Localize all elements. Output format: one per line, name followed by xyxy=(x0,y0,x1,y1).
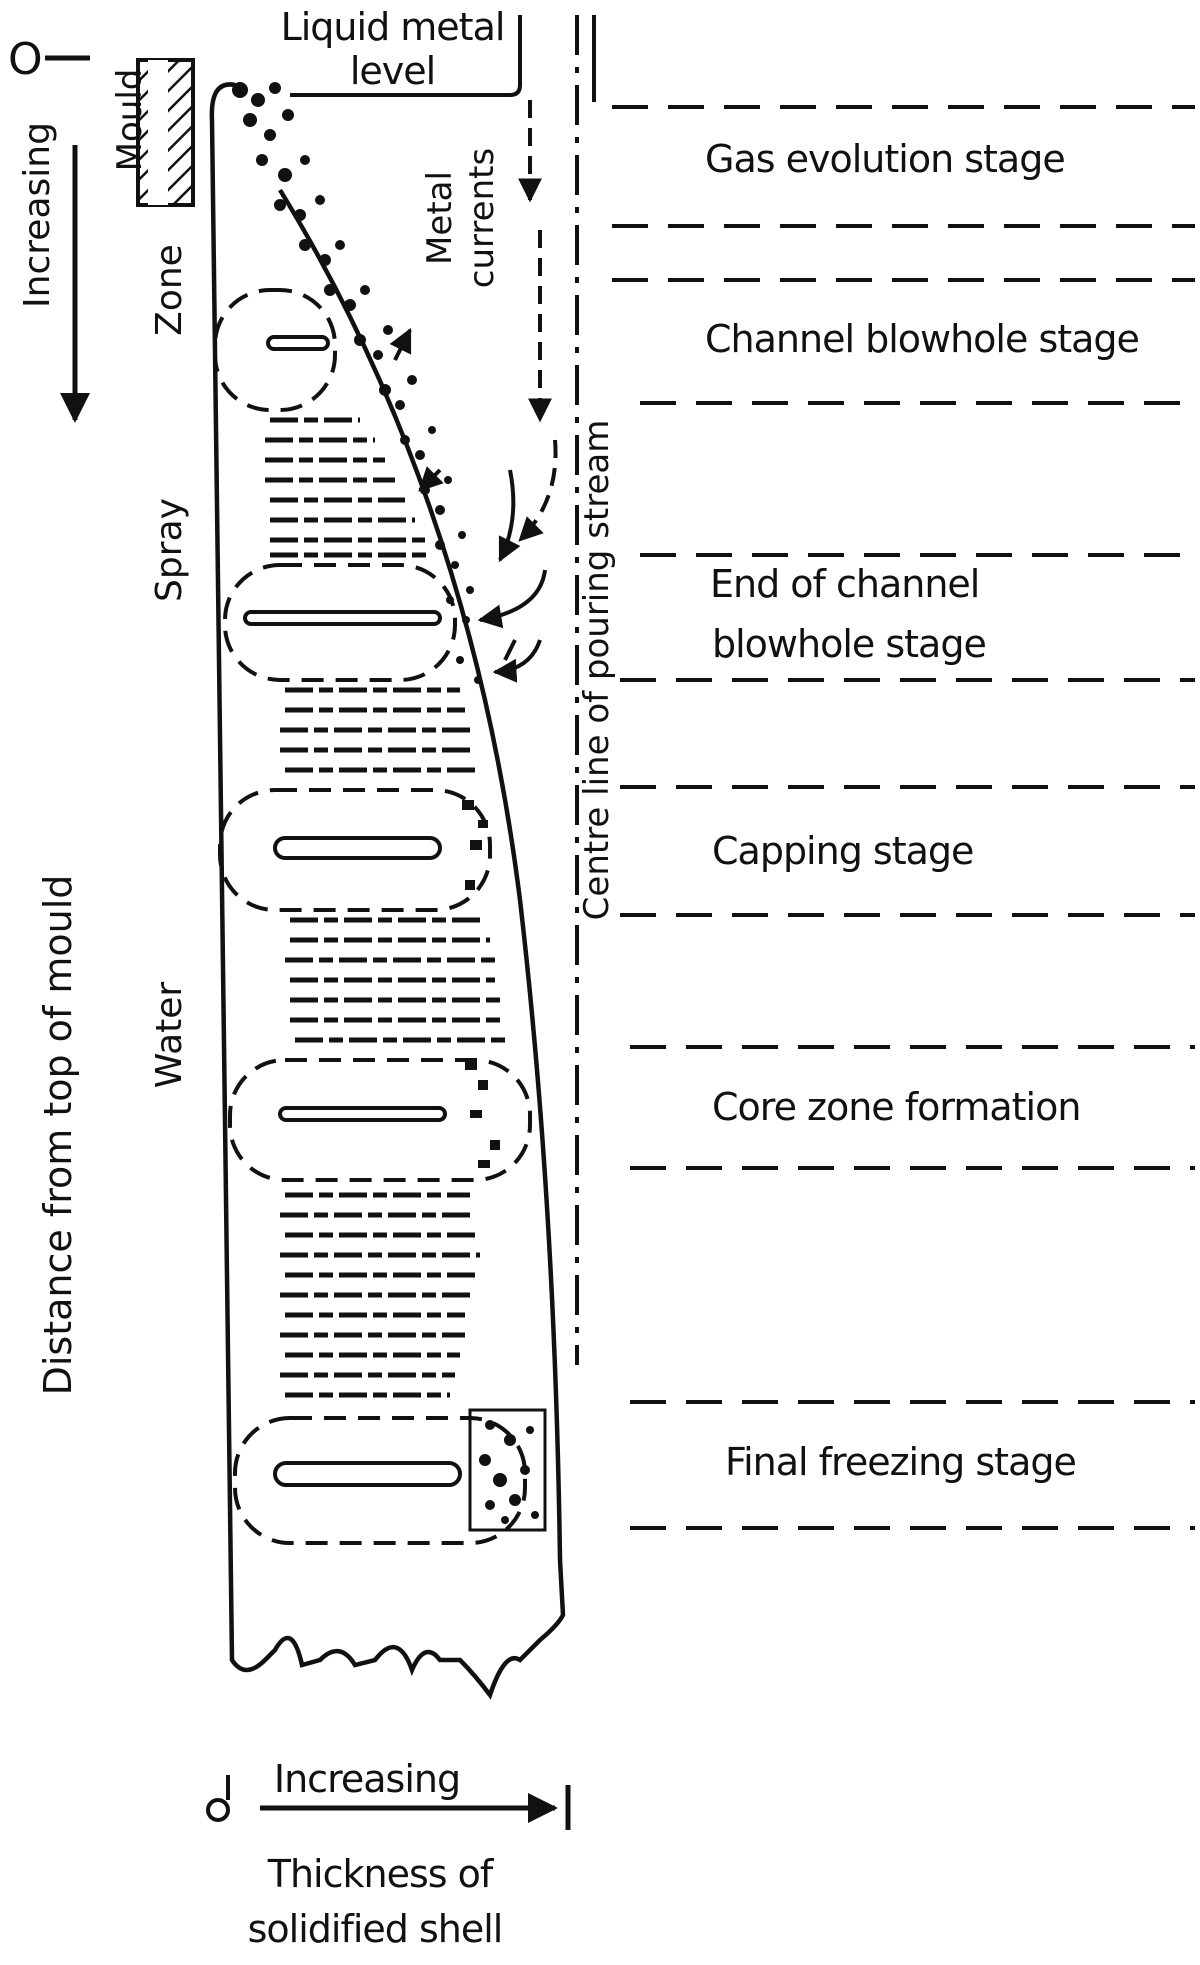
metal-currents-line1: Metal xyxy=(420,171,460,265)
liquid-metal-level-line xyxy=(290,15,522,97)
stage-boundaries xyxy=(612,105,1195,1530)
zero-label-top: O xyxy=(8,34,43,85)
stage-capping: Capping stage xyxy=(712,829,974,873)
distance-axis-label: Distance from top of mould xyxy=(36,874,80,1396)
water-label: Water xyxy=(149,981,190,1089)
thickness-arrow xyxy=(206,1775,571,1830)
increasing-vertical-label: Increasing xyxy=(17,122,58,308)
shell-outline xyxy=(209,82,566,1700)
centre-line-label: Centre line of pouring stream xyxy=(577,419,617,921)
stage-core-zone-formation: Core zone formation xyxy=(712,1085,1081,1129)
mould-label: Mould xyxy=(110,68,150,172)
stage-channel-blowhole: Channel blowhole stage xyxy=(705,317,1140,361)
columnar-zones xyxy=(265,417,505,1398)
stage-gas-evolution: Gas evolution stage xyxy=(705,137,1066,181)
metal-currents-line2: currents xyxy=(462,147,502,289)
core-speckles xyxy=(462,800,547,1532)
blowhole-loops xyxy=(213,288,532,1545)
thickness-label-line2: solidified shell xyxy=(247,1907,504,1951)
liquid-metal-level-line1: Liquid metal xyxy=(280,5,506,49)
spray-label: Spray xyxy=(149,498,190,602)
stage-final-freezing: Final freezing stage xyxy=(725,1440,1077,1484)
stage-end-of-channel-line2: blowhole stage xyxy=(712,622,987,666)
gas-bubbles xyxy=(232,82,482,684)
liquid-metal-level-label: Liquid metal level xyxy=(255,8,530,90)
liquid-metal-level-line2: level xyxy=(349,49,436,93)
thickness-label-line1: Thickness of xyxy=(267,1852,494,1896)
mould-block xyxy=(136,58,195,207)
increasing-horizontal-label: Increasing xyxy=(273,1757,461,1801)
stage-end-of-channel-line1: End of channel xyxy=(710,562,980,606)
zone-label: Zone xyxy=(149,244,190,336)
